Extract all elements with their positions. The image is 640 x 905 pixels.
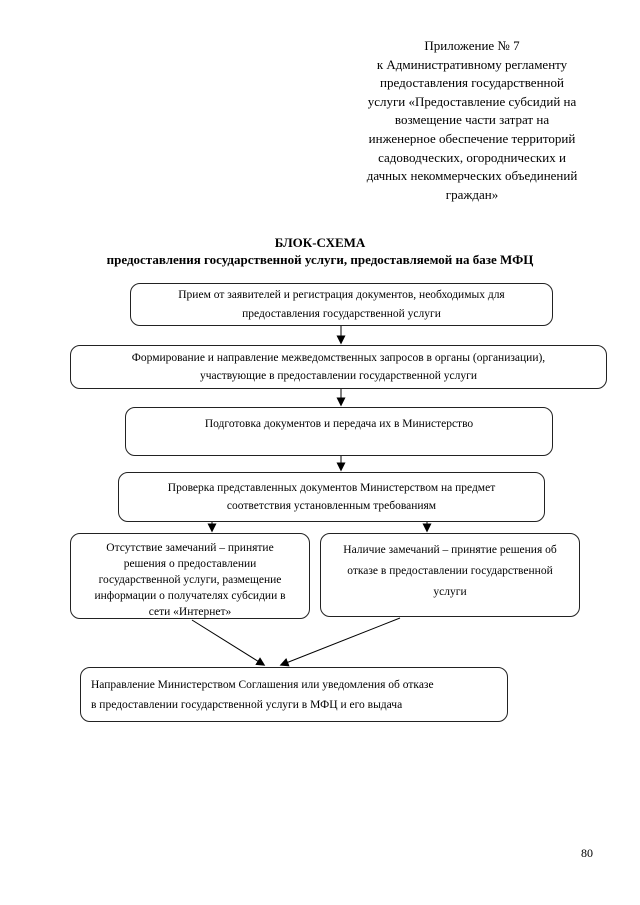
- flowchart-node-ministry-check: Проверка представленных документов Минис…: [118, 472, 545, 522]
- flowchart: Прием от заявителей и регистрация докуме…: [0, 275, 640, 755]
- flowchart-node-issuance: Направление Министерством Соглашения или…: [80, 667, 508, 722]
- flowchart-node-interagency-requests: Формирование и направление межведомствен…: [70, 345, 607, 389]
- flowchart-title: БЛОК-СХЕМА: [274, 235, 366, 250]
- flowchart-node-reception: Прием от заявителей и регистрация докуме…: [130, 283, 553, 326]
- appendix-note: Приложение № 7 к Административному регла…: [366, 38, 578, 202]
- flowchart-title-block: БЛОК-СХЕМА предоставления государственно…: [0, 234, 640, 268]
- flowchart-node-remarks-refusal: Наличие замечаний – принятие решения об …: [320, 533, 580, 617]
- arrow-remarks-to-issuance: [279, 617, 401, 667]
- flowchart-subtitle: предоставления государственной услуги, п…: [106, 252, 534, 267]
- page-number: 80: [581, 846, 593, 860]
- flowchart-node-preparation-transfer: Подготовка документов и передача их в Ми…: [125, 407, 553, 456]
- arrow-no-remarks-to-issuance: [191, 619, 266, 666]
- flowchart-node-no-remarks-grant: Отсутствие замечаний – принятие решения …: [70, 533, 310, 619]
